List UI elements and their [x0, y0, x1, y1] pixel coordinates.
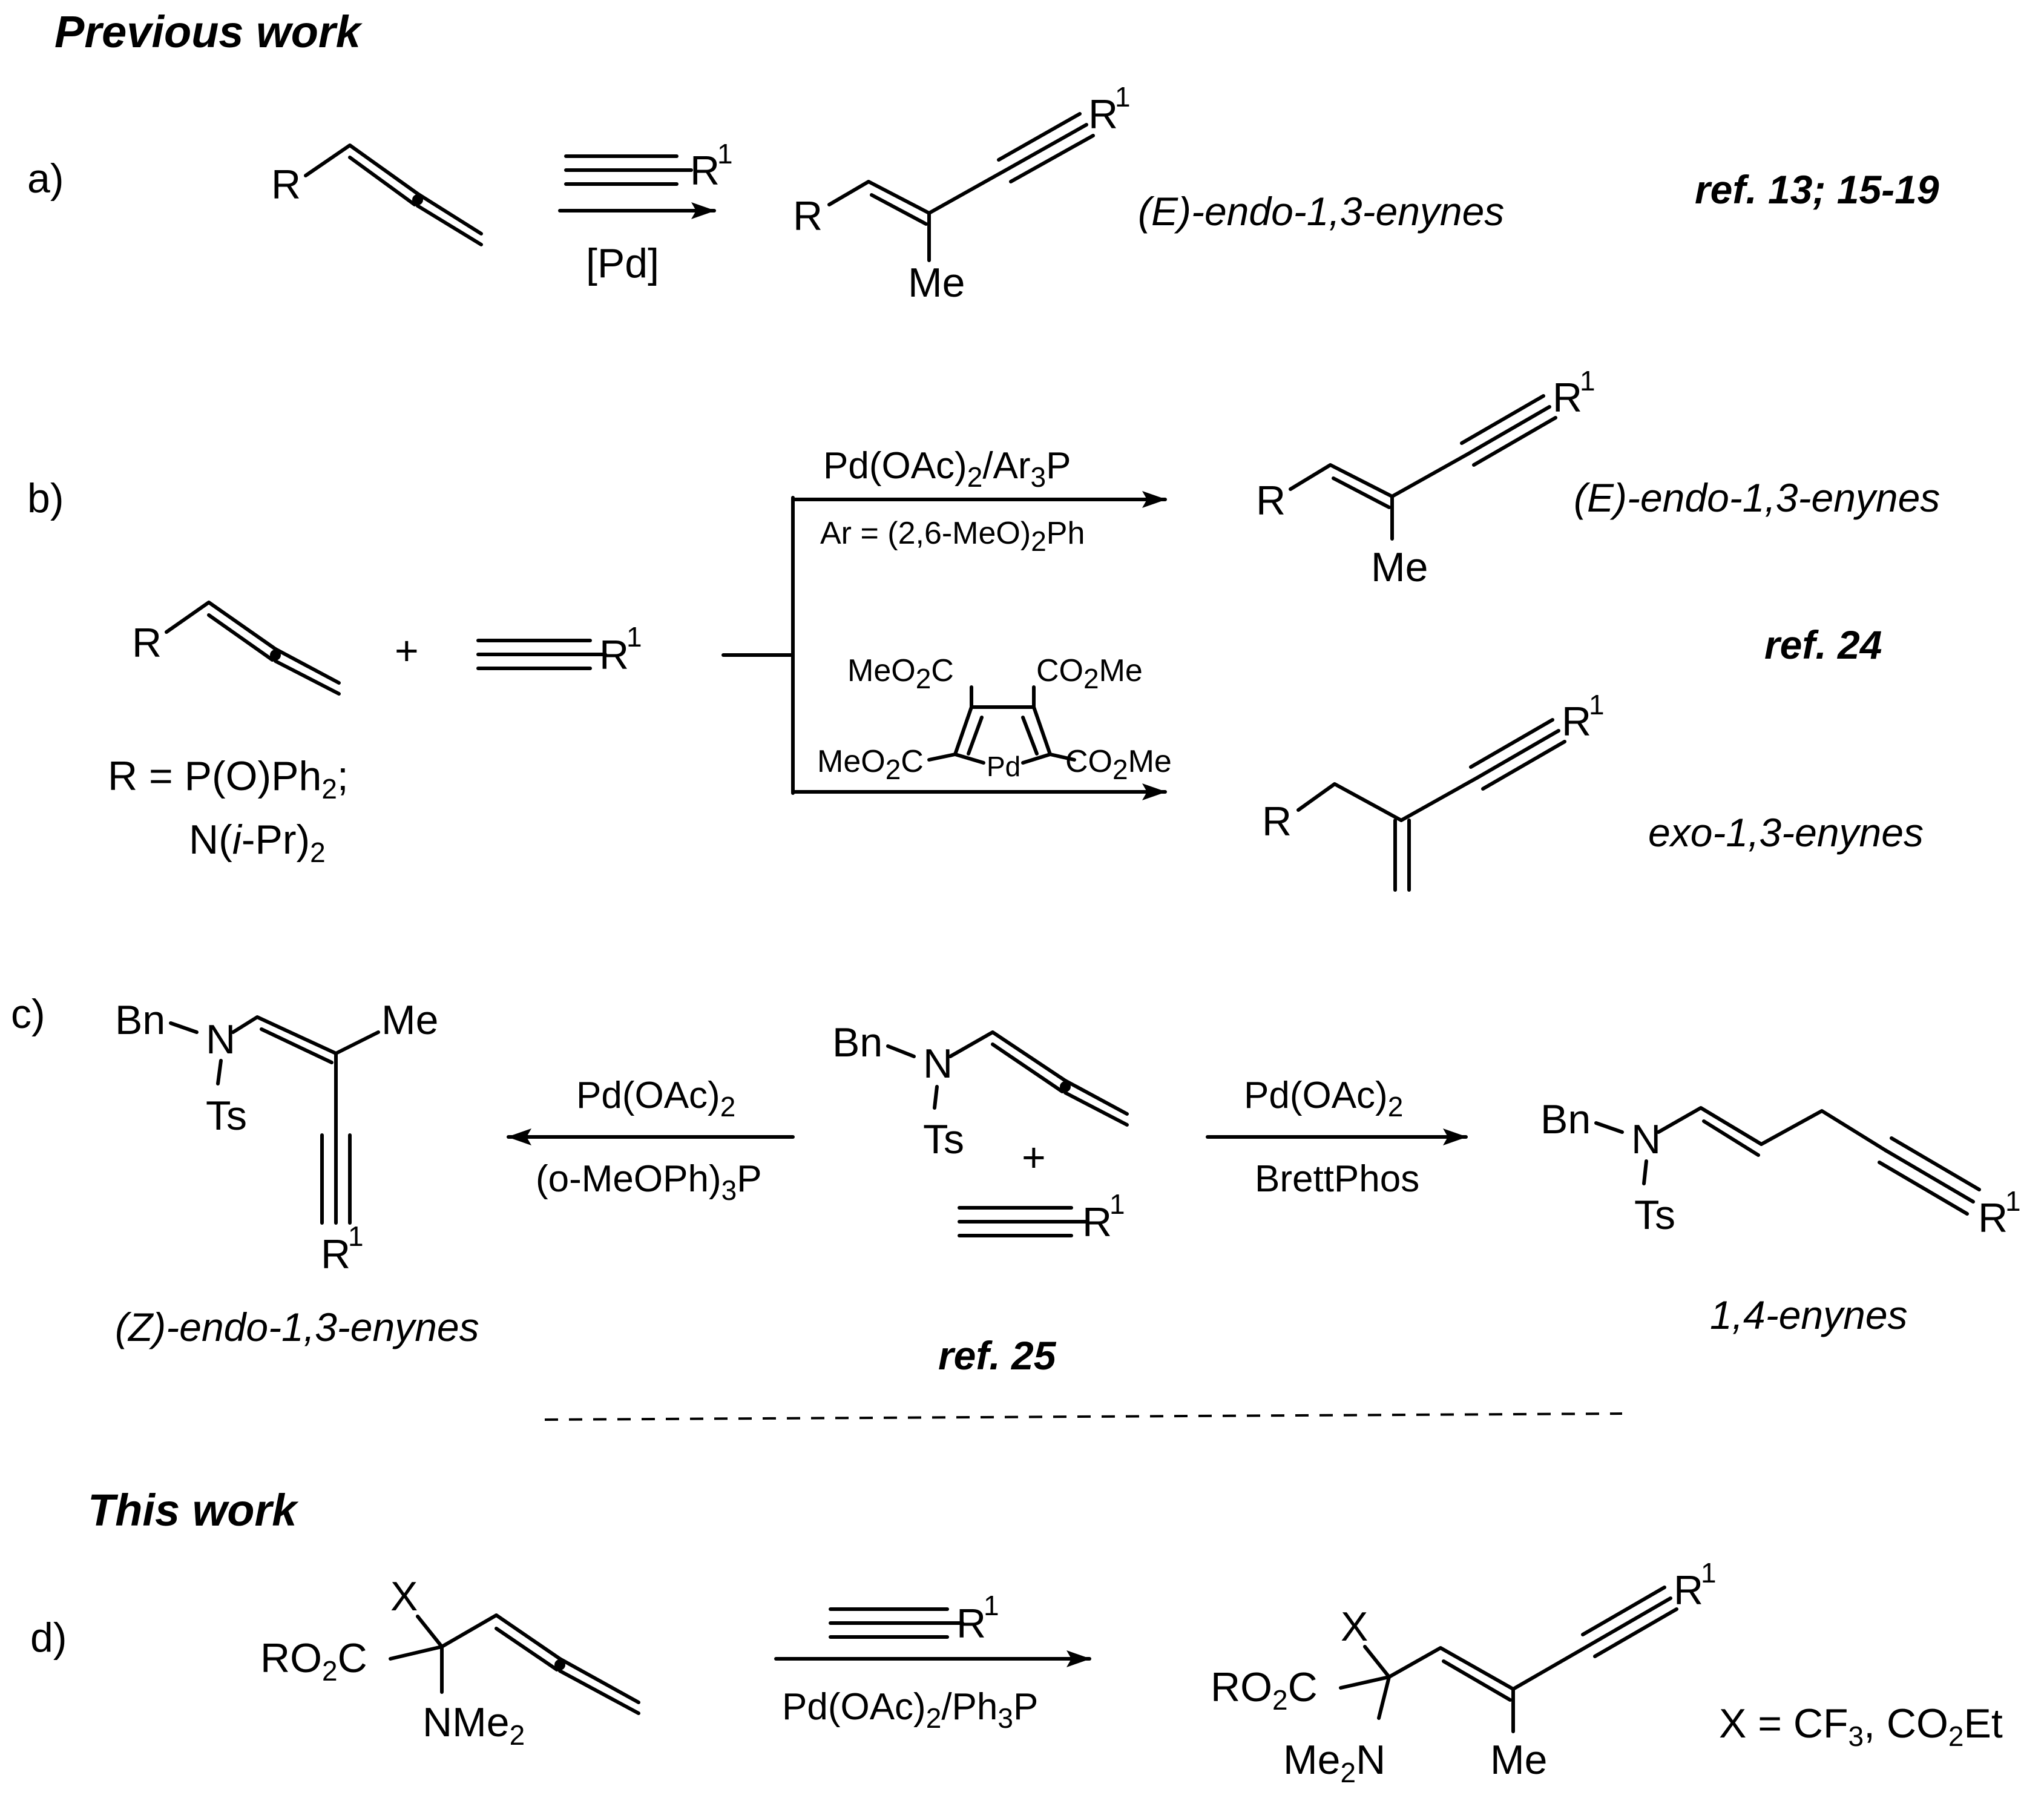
svg-text:R: R	[956, 1601, 986, 1647]
label-a: a)	[27, 156, 64, 202]
svg-text:R: R	[132, 620, 162, 666]
svg-text:RO2C: RO2C	[260, 1635, 367, 1687]
product-enyne-d: RO2C X Me2N Me R 1	[1211, 1557, 1717, 1788]
svg-text:X: X	[390, 1573, 418, 1619]
atom-pd: Pd	[987, 751, 1020, 782]
heading-previous-work: Previous work	[54, 7, 363, 57]
svg-text:Me: Me	[908, 260, 965, 306]
label-14-enynes: 1,4-enynes	[1710, 1293, 1908, 1337]
reagent-d: Pd(OAc)2/Ph3P	[782, 1686, 1038, 1734]
svg-text:R: R	[1256, 478, 1286, 524]
section-c: c) Bn N Me Ts R 1 (Z)-endo-1,3-enynes Pd…	[11, 991, 2021, 1378]
section-a: a) R R 1 [Pd] R Me	[27, 81, 1939, 306]
reagent-pd: [Pd]	[586, 240, 659, 286]
label-c: c)	[11, 991, 45, 1037]
svg-text:R: R	[1978, 1195, 2008, 1241]
atom-r1: R	[690, 148, 720, 194]
svg-text:R: R	[1674, 1567, 1703, 1613]
svg-text:Bn: Bn	[832, 1019, 882, 1065]
svg-text:MeO2C: MeO2C	[817, 744, 924, 785]
svg-text:Me2N: Me2N	[1283, 1737, 1385, 1788]
divider-dashed	[544, 1412, 1623, 1421]
svg-text:Bn: Bn	[1540, 1096, 1591, 1142]
svg-text:CO2Me: CO2Me	[1065, 744, 1172, 785]
svg-text:Ts: Ts	[206, 1093, 247, 1139]
svg-text:Me: Me	[381, 997, 438, 1043]
svg-text:R: R	[793, 193, 823, 239]
r-definition: R = P(O)Ph2;	[108, 753, 349, 805]
svg-text:1: 1	[626, 621, 642, 653]
product-e-enyne-a: R Me R 1	[793, 81, 1131, 306]
svg-text:1: 1	[717, 138, 733, 170]
svg-text:Me: Me	[1371, 544, 1428, 590]
svg-text:R: R	[321, 1231, 350, 1277]
svg-text:1: 1	[1109, 1188, 1125, 1220]
alkyne-reagent-a: R 1	[564, 138, 733, 194]
svg-text:R: R	[599, 632, 629, 678]
reagent-c-right-ligand: BrettPhos	[1255, 1158, 1419, 1200]
product-exo-enyne-b: R R 1	[1262, 689, 1605, 892]
ref-c: ref. 25	[938, 1333, 1057, 1378]
product-e-enyne-b: R Me R 1	[1256, 365, 1595, 590]
svg-text:1: 1	[348, 1220, 364, 1252]
product-14-enyne-c: Bn N Ts R 1	[1540, 1096, 2021, 1241]
palladacycle-catalyst: Pd MeO2C CO2Me MeO2C CO2Me	[817, 653, 1172, 785]
reagent-c-left: Pd(OAc)2	[576, 1075, 735, 1122]
label-z-endo: (Z)-endo-1,3-enynes	[115, 1305, 479, 1349]
svg-text:1: 1	[984, 1590, 999, 1621]
alkyne-c: R 1	[958, 1188, 1125, 1245]
svg-text:MeO2C: MeO2C	[847, 653, 954, 694]
svg-text:Bn: Bn	[115, 997, 165, 1043]
x-definition: X = CF3, CO2Et	[1719, 1701, 2003, 1752]
svg-text:R: R	[1562, 699, 1591, 745]
svg-text:R: R	[1262, 799, 1292, 845]
label-exo: exo-1,3-enynes	[1648, 810, 1924, 855]
reagent-c-left-ligand: (o-MeOPh)3P	[536, 1158, 762, 1206]
svg-text:X: X	[1341, 1604, 1368, 1650]
svg-text:1: 1	[1701, 1557, 1717, 1589]
section-d: d) RO2C X NMe2 R 1 Pd(OAc)2/Ph3P	[30, 1557, 2003, 1788]
label-b: b)	[27, 475, 64, 521]
svg-text:1: 1	[1115, 81, 1131, 113]
product-z-enyne-c: Bn N Me Ts R 1	[115, 997, 438, 1277]
svg-text:1: 1	[1589, 689, 1605, 720]
svg-text:1: 1	[1580, 365, 1595, 397]
label-d: d)	[30, 1615, 67, 1661]
label-e-endo-b: (E)-endo-1,3-enynes	[1574, 475, 1940, 520]
svg-text:CO2Me: CO2Me	[1036, 653, 1143, 694]
svg-text:Ts: Ts	[1634, 1192, 1675, 1238]
section-b: b) R + R 1 R = P(O)Ph2; N(i-Pr)2 Pd(OAc)…	[27, 365, 1940, 892]
heading-this-work: This work	[88, 1485, 299, 1535]
svg-text:R: R	[1082, 1199, 1112, 1245]
svg-text:R: R	[1553, 375, 1582, 421]
svg-text:N: N	[923, 1041, 953, 1087]
alkyne-reagent-d: R 1	[829, 1590, 999, 1647]
atom-r: R	[271, 162, 301, 208]
svg-text:N: N	[1631, 1116, 1661, 1162]
allene-b: R	[132, 601, 341, 696]
plus-b: +	[395, 628, 419, 674]
label-e-endo-a: (E)-endo-1,3-enynes	[1138, 189, 1504, 234]
svg-text:Ts: Ts	[923, 1116, 964, 1162]
reagent-b-ar: Ar = (2,6-MeO)2Ph	[820, 516, 1085, 557]
reagent-b-top: Pd(OAc)2/Ar3P	[823, 445, 1071, 493]
plus-c: +	[1022, 1135, 1046, 1181]
reagent-c-right: Pd(OAc)2	[1244, 1075, 1403, 1122]
svg-text:RO2C: RO2C	[1211, 1664, 1318, 1716]
allene-d: RO2C X NMe2	[260, 1573, 640, 1751]
r-definition-amine: N(i-Pr)2	[189, 817, 326, 868]
svg-text:1: 1	[2005, 1185, 2021, 1217]
svg-text:R: R	[1088, 91, 1118, 137]
allenamide-c: Bn N Ts	[832, 1019, 1129, 1162]
ref-b: ref. 24	[1764, 622, 1882, 667]
svg-text:NMe2: NMe2	[422, 1699, 525, 1751]
allene-a: R	[271, 143, 483, 246]
svg-text:Me: Me	[1490, 1737, 1547, 1783]
svg-text:N: N	[206, 1016, 235, 1062]
alkyne-b: R 1	[476, 621, 642, 678]
ref-a: ref. 13; 15-19	[1695, 167, 1939, 212]
